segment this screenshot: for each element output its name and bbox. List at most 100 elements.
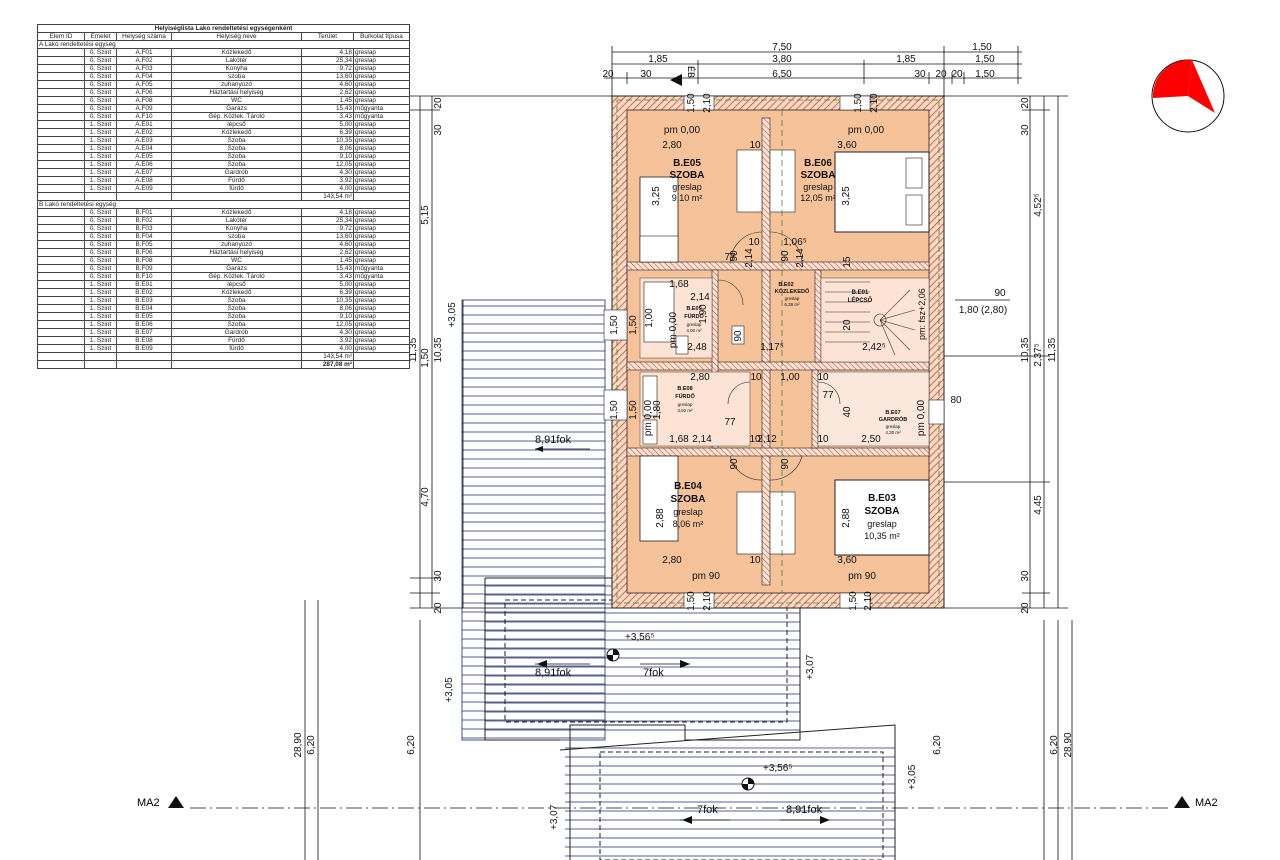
svg-text:6,20: 6,20 <box>1049 735 1060 755</box>
room-floor: greslap <box>678 402 693 407</box>
svg-text:10: 10 <box>748 237 760 248</box>
svg-text:pm 0,00: pm 0,00 <box>916 399 927 436</box>
svg-text:1,50: 1,50 <box>975 69 995 80</box>
svg-text:3,25: 3,25 <box>651 186 662 206</box>
roof-plan <box>461 299 896 860</box>
svg-text:2,42⁵: 2,42⁵ <box>862 342 886 353</box>
svg-text:1,50: 1,50 <box>628 315 639 335</box>
svg-text:1,50: 1,50 <box>609 400 620 420</box>
svg-text:+3,05: +3,05 <box>907 764 918 790</box>
svg-text:+3,05: +3,05 <box>444 677 455 703</box>
wall-vertical-center <box>761 117 771 586</box>
room-level: pm 0,00 <box>848 125 885 136</box>
room-name: LÉPCSŐ <box>848 296 873 304</box>
room-name: GARDRÓB <box>879 415 907 423</box>
svg-text:6,20: 6,20 <box>932 735 943 755</box>
door-swings <box>717 231 841 481</box>
svg-text:11,35: 11,35 <box>1047 337 1058 362</box>
svg-text:1,85: 1,85 <box>648 54 668 65</box>
svg-text:2,14: 2,14 <box>795 248 806 268</box>
roof-left-strip <box>461 299 606 741</box>
svg-text:90: 90 <box>733 330 744 342</box>
svg-text:1,68: 1,68 <box>669 279 689 290</box>
room-id: B.E09 <box>686 306 701 312</box>
svg-text:2,10: 2,10 <box>869 93 880 113</box>
wall-vertical-bath <box>711 269 719 449</box>
wall-horizontal-1 <box>626 261 930 271</box>
room-name: SZOBA <box>670 170 705 181</box>
svg-text:90: 90 <box>780 250 791 262</box>
room-floor: greslap <box>867 519 897 529</box>
svg-text:1,50: 1,50 <box>686 591 697 611</box>
svg-text:30: 30 <box>1020 570 1031 582</box>
svg-text:15: 15 <box>842 256 853 268</box>
room-b-e04: B.E04 SZOBA greslap 8,06 m² pm 90 <box>671 481 721 582</box>
room-b-e03: B.E03 SZOBA greslap 10,35 m² pm 90 <box>848 493 900 582</box>
svg-text:77: 77 <box>822 390 834 401</box>
svg-text:6,20: 6,20 <box>406 735 417 755</box>
svg-text:11,35: 11,35 <box>408 337 419 362</box>
svg-text:8,91fok: 8,91fok <box>786 804 823 816</box>
north-arrow: ÉB <box>670 59 1225 133</box>
svg-text:1,17⁵: 1,17⁵ <box>760 342 784 353</box>
svg-text:2,37⁵: 2,37⁵ <box>1033 343 1044 367</box>
svg-text:1,50: 1,50 <box>420 348 431 368</box>
svg-text:1,00: 1,00 <box>644 308 655 328</box>
svg-text:1,50: 1,50 <box>853 93 864 113</box>
room-area: 6,39 m² <box>784 302 800 307</box>
svg-text:1,68: 1,68 <box>669 434 689 445</box>
roof-dashed-outline <box>504 599 788 723</box>
svg-text:20: 20 <box>842 319 853 331</box>
room-level: pm 90 <box>692 571 720 582</box>
right-dimensions: 20 30 4,52⁵ 10,35 2,37⁵ 11,35 4,45 30 20… <box>932 95 1074 860</box>
svg-text:2,80: 2,80 <box>690 372 710 383</box>
table-title: Helyiséglista Lako rendeltetési egységen… <box>37 24 410 33</box>
section-line: MA2 MA2 <box>137 796 1218 809</box>
svg-text:1,50: 1,50 <box>848 591 859 611</box>
roof-labels: 8,91fok 8,91fok 7fok 7fok 8,91fok +3,56⁵… <box>535 434 918 830</box>
room-b-e05: B.E05 SZOBA greslap 9,10 m² pm 0,00 <box>664 125 705 203</box>
wardrobe-2 <box>639 455 679 542</box>
svg-text:90: 90 <box>780 458 791 470</box>
svg-text:1,50: 1,50 <box>609 315 620 335</box>
svg-text:1,90: 1,90 <box>698 304 709 324</box>
svg-text:7fok: 7fok <box>643 667 664 679</box>
room-id: B.E04 <box>674 481 702 492</box>
room-b-e07: B.E07 GARDRÓB greslap 4,30 m² <box>879 410 907 435</box>
table-total-row: 143,54 m² <box>37 192 410 201</box>
svg-text:77: 77 <box>724 417 736 428</box>
svg-text:20: 20 <box>935 69 947 80</box>
svg-text:4,45: 4,45 <box>1033 495 1044 515</box>
svg-text:10: 10 <box>749 140 761 151</box>
svg-text:2,10: 2,10 <box>702 93 713 113</box>
svg-text:30: 30 <box>1020 124 1031 136</box>
svg-text:40: 40 <box>842 406 853 418</box>
left-dimensions: 20 30 5,15 10,35 11,35 1,50 4,70 30 20 +… <box>293 95 612 860</box>
room-level: pm 90 <box>848 571 876 582</box>
svg-text:+3,07: +3,07 <box>805 654 816 680</box>
north-label: ÉB <box>686 66 696 78</box>
svg-text:6,20: 6,20 <box>306 735 317 755</box>
room-b-e01: B.E01 LÉPCSŐ pm: fsz+2,06 <box>848 288 927 340</box>
inner-dimensions: 2,80 3,60 2,80 3,60 3,25 3,25 2,88 2,88 … <box>609 93 1007 611</box>
room-floor: greslap <box>672 182 702 192</box>
svg-text:1,50: 1,50 <box>975 54 995 65</box>
room-labels: B.E05 SZOBA greslap 9,10 m² pm 0,00 B.E0… <box>664 125 927 582</box>
